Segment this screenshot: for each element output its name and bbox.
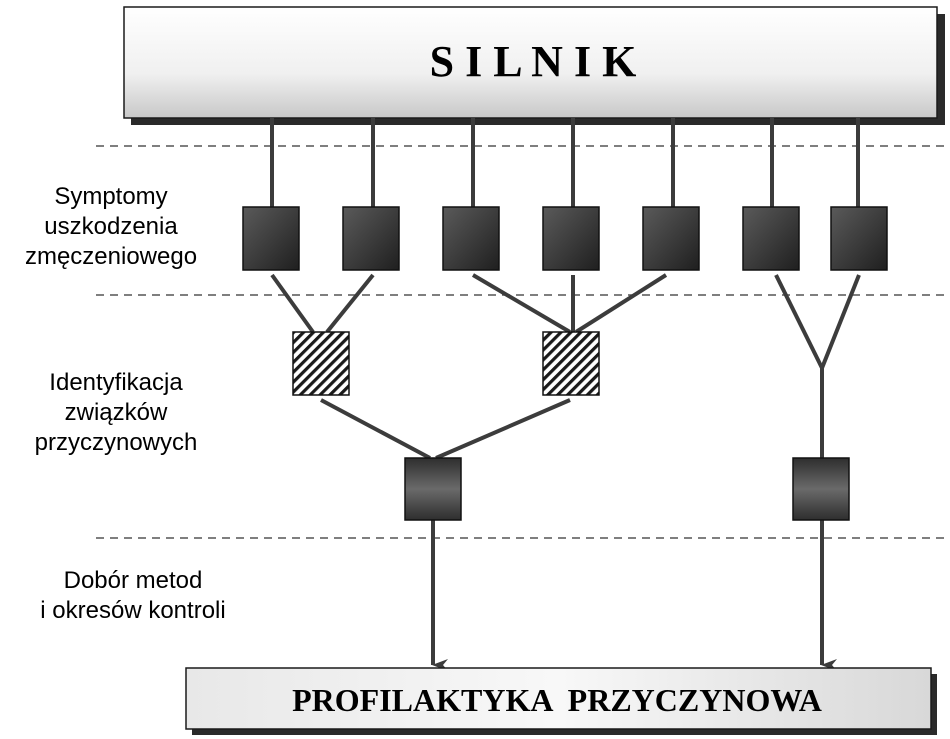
symptom-connectors: [270, 273, 861, 458]
level-label-line: związków: [64, 399, 168, 426]
engine-box: S I L N I K: [123, 6, 945, 125]
selection-arrows: [431, 520, 837, 671]
symptom-box: [442, 206, 500, 271]
level-label-line: i okresów kontroli: [40, 597, 226, 624]
symptom-box: [830, 206, 888, 271]
level-label-line: Symptomy: [54, 183, 168, 210]
symptom-boxes: [242, 206, 888, 271]
selection-box: [792, 457, 850, 521]
level-label-line: uszkodzenia: [44, 213, 178, 240]
identification-connectors: [320, 398, 571, 460]
identification-box: [542, 331, 600, 396]
engine-connectors: [270, 118, 860, 207]
symptom-box: [642, 206, 700, 271]
level-label-symptoms: Symptomy uszkodzenia zmęczeniowego: [0, 182, 222, 272]
level-label-line: Identyfikacja: [49, 369, 183, 396]
symptom-box: [342, 206, 400, 271]
level-label-line: Dobór metod: [63, 567, 203, 594]
level-label-line: przyczynowych: [34, 429, 198, 456]
selection-box: [404, 457, 462, 521]
level-label-line: zmęczeniowego: [24, 243, 198, 270]
level-label-identification: Identyfikacja związków przyczynowych: [0, 368, 232, 458]
prevention-box: PROFILAKTYKA PRZYCZYNOWA: [185, 667, 937, 735]
prevention-title: PROFILAKTYKA PRZYCZYNOWA: [292, 682, 822, 718]
level-label-selection: Dobór metod i okresów kontroli: [0, 566, 266, 626]
symptom-box: [242, 206, 300, 271]
selection-boxes: [404, 457, 850, 521]
identification-boxes: [292, 331, 600, 396]
identification-box: [292, 331, 350, 396]
engine-title: S I L N I K: [430, 37, 637, 86]
symptom-box: [742, 206, 800, 271]
symptom-box: [542, 206, 600, 271]
